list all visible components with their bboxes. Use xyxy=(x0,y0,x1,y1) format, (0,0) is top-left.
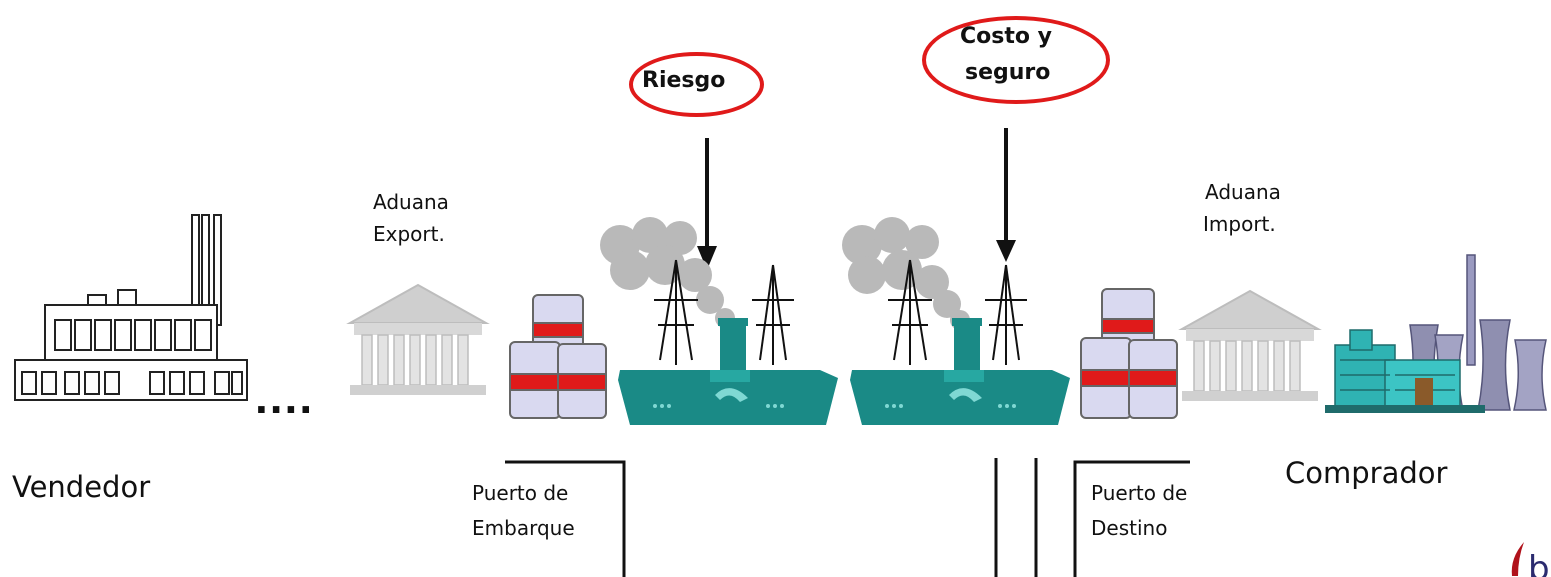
customs-import-building-icon xyxy=(1178,289,1322,401)
customs-export-building-icon xyxy=(346,283,490,395)
puerto-embarque-label-line1: Puerto de xyxy=(472,481,569,505)
ship-with-smoke-icon-2 xyxy=(842,217,1070,425)
svg-text:b: b xyxy=(1528,549,1550,577)
seller-factory-icon xyxy=(14,214,248,401)
ellipsis-dots: .... xyxy=(255,371,315,423)
aduana-export-label-line2: Export. xyxy=(373,222,445,246)
costo-seguro-callout xyxy=(922,16,1110,104)
aduana-export-label-line1: Aduana xyxy=(373,190,449,214)
barrels-right-icon xyxy=(1080,288,1178,419)
puerto-embarque-label-line2: Embarque xyxy=(472,516,575,540)
riesgo-callout xyxy=(629,52,764,117)
ship-with-smoke-icon xyxy=(600,217,838,425)
barrels-left-icon xyxy=(509,294,607,419)
vendedor-label: Vendedor xyxy=(12,470,151,504)
puerto-destino-label-line1: Puerto de xyxy=(1091,481,1188,505)
buyer-factory-icon xyxy=(1325,254,1547,413)
riesgo-label: Riesgo xyxy=(642,68,726,93)
comprador-label: Comprador xyxy=(1285,456,1448,490)
costo-seguro-label-line2: seguro xyxy=(965,60,1051,85)
aduana-import-label-line1: Aduana xyxy=(1205,180,1281,204)
brand-logo-fragment: b xyxy=(1511,542,1550,577)
puerto-destino-label-line2: Destino xyxy=(1091,516,1168,540)
aduana-import-label-line2: Import. xyxy=(1203,212,1276,236)
costo-seguro-label-line1: Costo y xyxy=(960,24,1052,49)
